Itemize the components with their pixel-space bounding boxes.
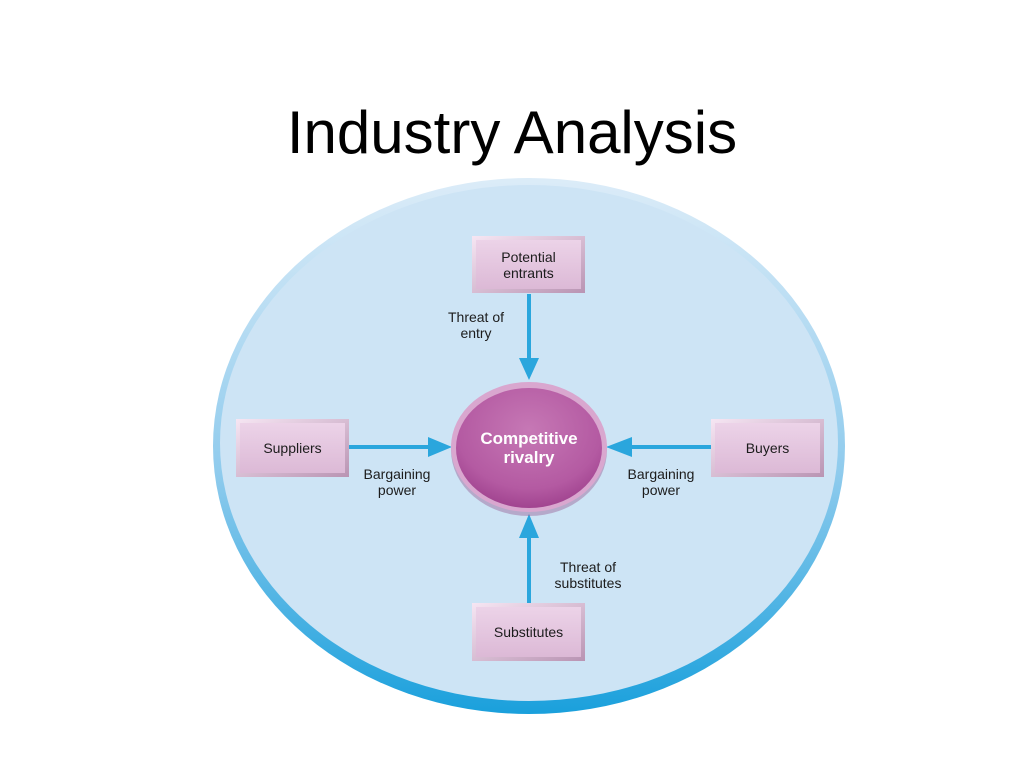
label-buyers: Buyers	[745, 440, 790, 456]
arrow-from-substitutes	[519, 514, 539, 604]
label-threat-of-substitutes: Threat of substitutes	[554, 559, 622, 591]
arrow-from-buyers	[606, 437, 712, 457]
label-competitive-rivalry: Competitive rivalry	[480, 429, 578, 467]
label-supplier-bargaining-power: Bargaining power	[363, 466, 431, 498]
box-potential-entrants	[472, 236, 585, 293]
label-buyer-bargaining-power: Bargaining power	[627, 466, 695, 498]
label-potential-entrants: Potential entrants	[501, 248, 556, 281]
label-suppliers: Suppliers	[263, 440, 322, 456]
box-suppliers	[236, 419, 349, 477]
box-buyers	[711, 419, 824, 477]
competitive-rivalry-ellipse	[456, 388, 602, 508]
arrow-from-suppliers	[348, 437, 452, 457]
slide-title: Industry Analysis	[286, 99, 738, 166]
arrow-from-potential-entrants	[519, 294, 539, 380]
label-threat-of-entry: Threat of entry	[447, 309, 505, 341]
label-substitutes: Substitutes	[493, 624, 564, 640]
box-substitutes	[472, 603, 585, 661]
